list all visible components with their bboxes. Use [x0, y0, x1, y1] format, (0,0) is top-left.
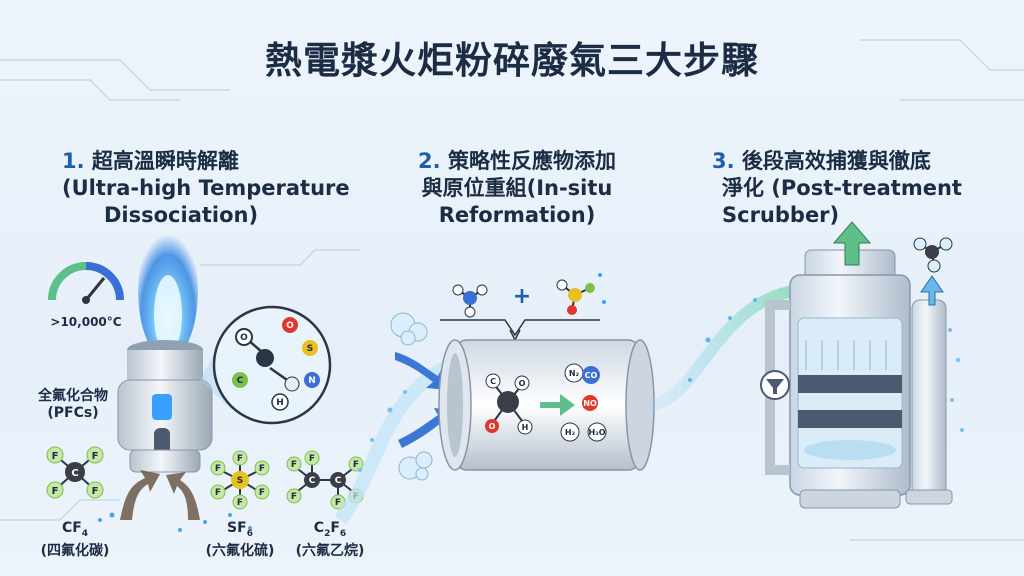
gas-label-cf4: CF4 (四氟化碳)	[40, 520, 110, 559]
particle-stream	[98, 512, 252, 532]
svg-text:NO: NO	[583, 399, 597, 408]
plasma-torch	[117, 340, 213, 473]
reactant-molecules: +	[452, 273, 606, 318]
gas-label-sf6: SF6 (六氟化硫)	[205, 520, 275, 559]
svg-text:S: S	[307, 344, 313, 354]
filter-icon	[766, 379, 784, 394]
circuit-lines-decor	[0, 39, 1024, 541]
svg-text:C: C	[309, 476, 316, 486]
step-2-title-zh-1: 策略性反應物添加	[447, 149, 616, 173]
clean-exhaust-arrows	[832, 221, 944, 306]
svg-text:C: C	[335, 476, 342, 486]
svg-text:F: F	[291, 492, 297, 502]
svg-text:C: C	[237, 376, 244, 386]
svg-text:F: F	[92, 486, 99, 497]
svg-text:O: O	[519, 379, 526, 388]
svg-text:C: C	[71, 468, 78, 479]
pfc-label-en: (PFCs)	[47, 405, 99, 421]
svg-text:F: F	[259, 488, 265, 498]
gauge-label: >10,000°C	[50, 315, 121, 329]
svg-text:F: F	[335, 498, 341, 508]
svg-text:O: O	[240, 333, 248, 343]
svg-text:N₂: N₂	[569, 369, 580, 378]
step-1-heading: 1. 超高溫瞬時解離 (Ultra-high Temperature Disso…	[62, 148, 362, 229]
svg-text:F: F	[215, 488, 221, 498]
cf4-molecule: F F F F C	[46, 446, 104, 499]
svg-text:CO: CO	[585, 371, 598, 380]
svg-text:F: F	[52, 486, 59, 497]
scrubber-tower	[760, 249, 911, 509]
step-2-number: 2.	[418, 149, 441, 173]
svg-text:O: O	[489, 422, 496, 431]
step-2-heading: 2. 策略性反應物添加 與原位重組(In-situ Reformation)	[382, 148, 652, 229]
output-molecule	[913, 237, 953, 273]
step-1-title-en-2: Dissociation)	[104, 203, 259, 227]
svg-text:S: S	[237, 476, 243, 486]
svg-text:O: O	[286, 321, 294, 331]
svg-text:C: C	[490, 377, 496, 386]
step-2-title-en: Reformation)	[438, 203, 596, 227]
temperature-gauge-icon	[48, 262, 124, 304]
pfc-label-zh: 全氟化合物	[38, 388, 108, 404]
step-2-title-zh-2: 與原位重組(In-situ	[421, 176, 613, 200]
step-3-number: 3.	[712, 149, 735, 173]
sf6-molecule: F F F F F F S	[210, 450, 270, 510]
svg-text:H₂: H₂	[565, 428, 576, 437]
svg-text:F: F	[237, 454, 243, 464]
step-1-number: 1.	[62, 149, 85, 173]
step-3-title-zh-1: 後段高效捕獲與徹底	[741, 149, 931, 173]
svg-text:F: F	[291, 460, 297, 470]
plus-sign: +	[513, 284, 531, 309]
page-title: 熱電漿火炬粉碎廢氣三大步驟	[265, 39, 759, 82]
reactor-inlet-arrows	[395, 352, 452, 448]
dissociation-zoom-bubble	[212, 305, 332, 425]
svg-text:H: H	[522, 423, 529, 432]
svg-text:F: F	[259, 464, 265, 474]
svg-text:F: F	[92, 451, 99, 462]
gas-label-c2f6: C2F6 (六氟乙烷)	[295, 520, 365, 559]
step-3-title-zh-2: 淨化 (Post-treatment	[722, 176, 962, 200]
svg-text:F: F	[215, 464, 221, 474]
reformation-molecules: C O O H N₂ CO NO H₂ H₂O	[485, 363, 607, 442]
svg-text:N: N	[308, 376, 316, 386]
gas-inlet-arrows	[120, 470, 200, 520]
step-1-title-en-1: (Ultra-high Temperature	[62, 176, 350, 200]
step-3-title-en: Scrubber)	[722, 203, 840, 227]
step-1-title-zh: 超高溫瞬時解離	[91, 149, 239, 173]
svg-text:F: F	[237, 498, 243, 508]
step-3-heading: 3. 後段高效捕獲與徹底 淨化 (Post-treatment Scrubber…	[712, 148, 1012, 229]
svg-text:F: F	[353, 460, 359, 470]
svg-text:H: H	[276, 398, 284, 408]
svg-text:F: F	[309, 454, 315, 464]
svg-text:H₂O: H₂O	[589, 428, 606, 437]
exhaust-stack	[905, 299, 953, 505]
pfc-label: 全氟化合物 (PFCs)	[18, 388, 128, 422]
water-droplets-icon	[390, 312, 433, 481]
svg-text:F: F	[52, 451, 59, 462]
